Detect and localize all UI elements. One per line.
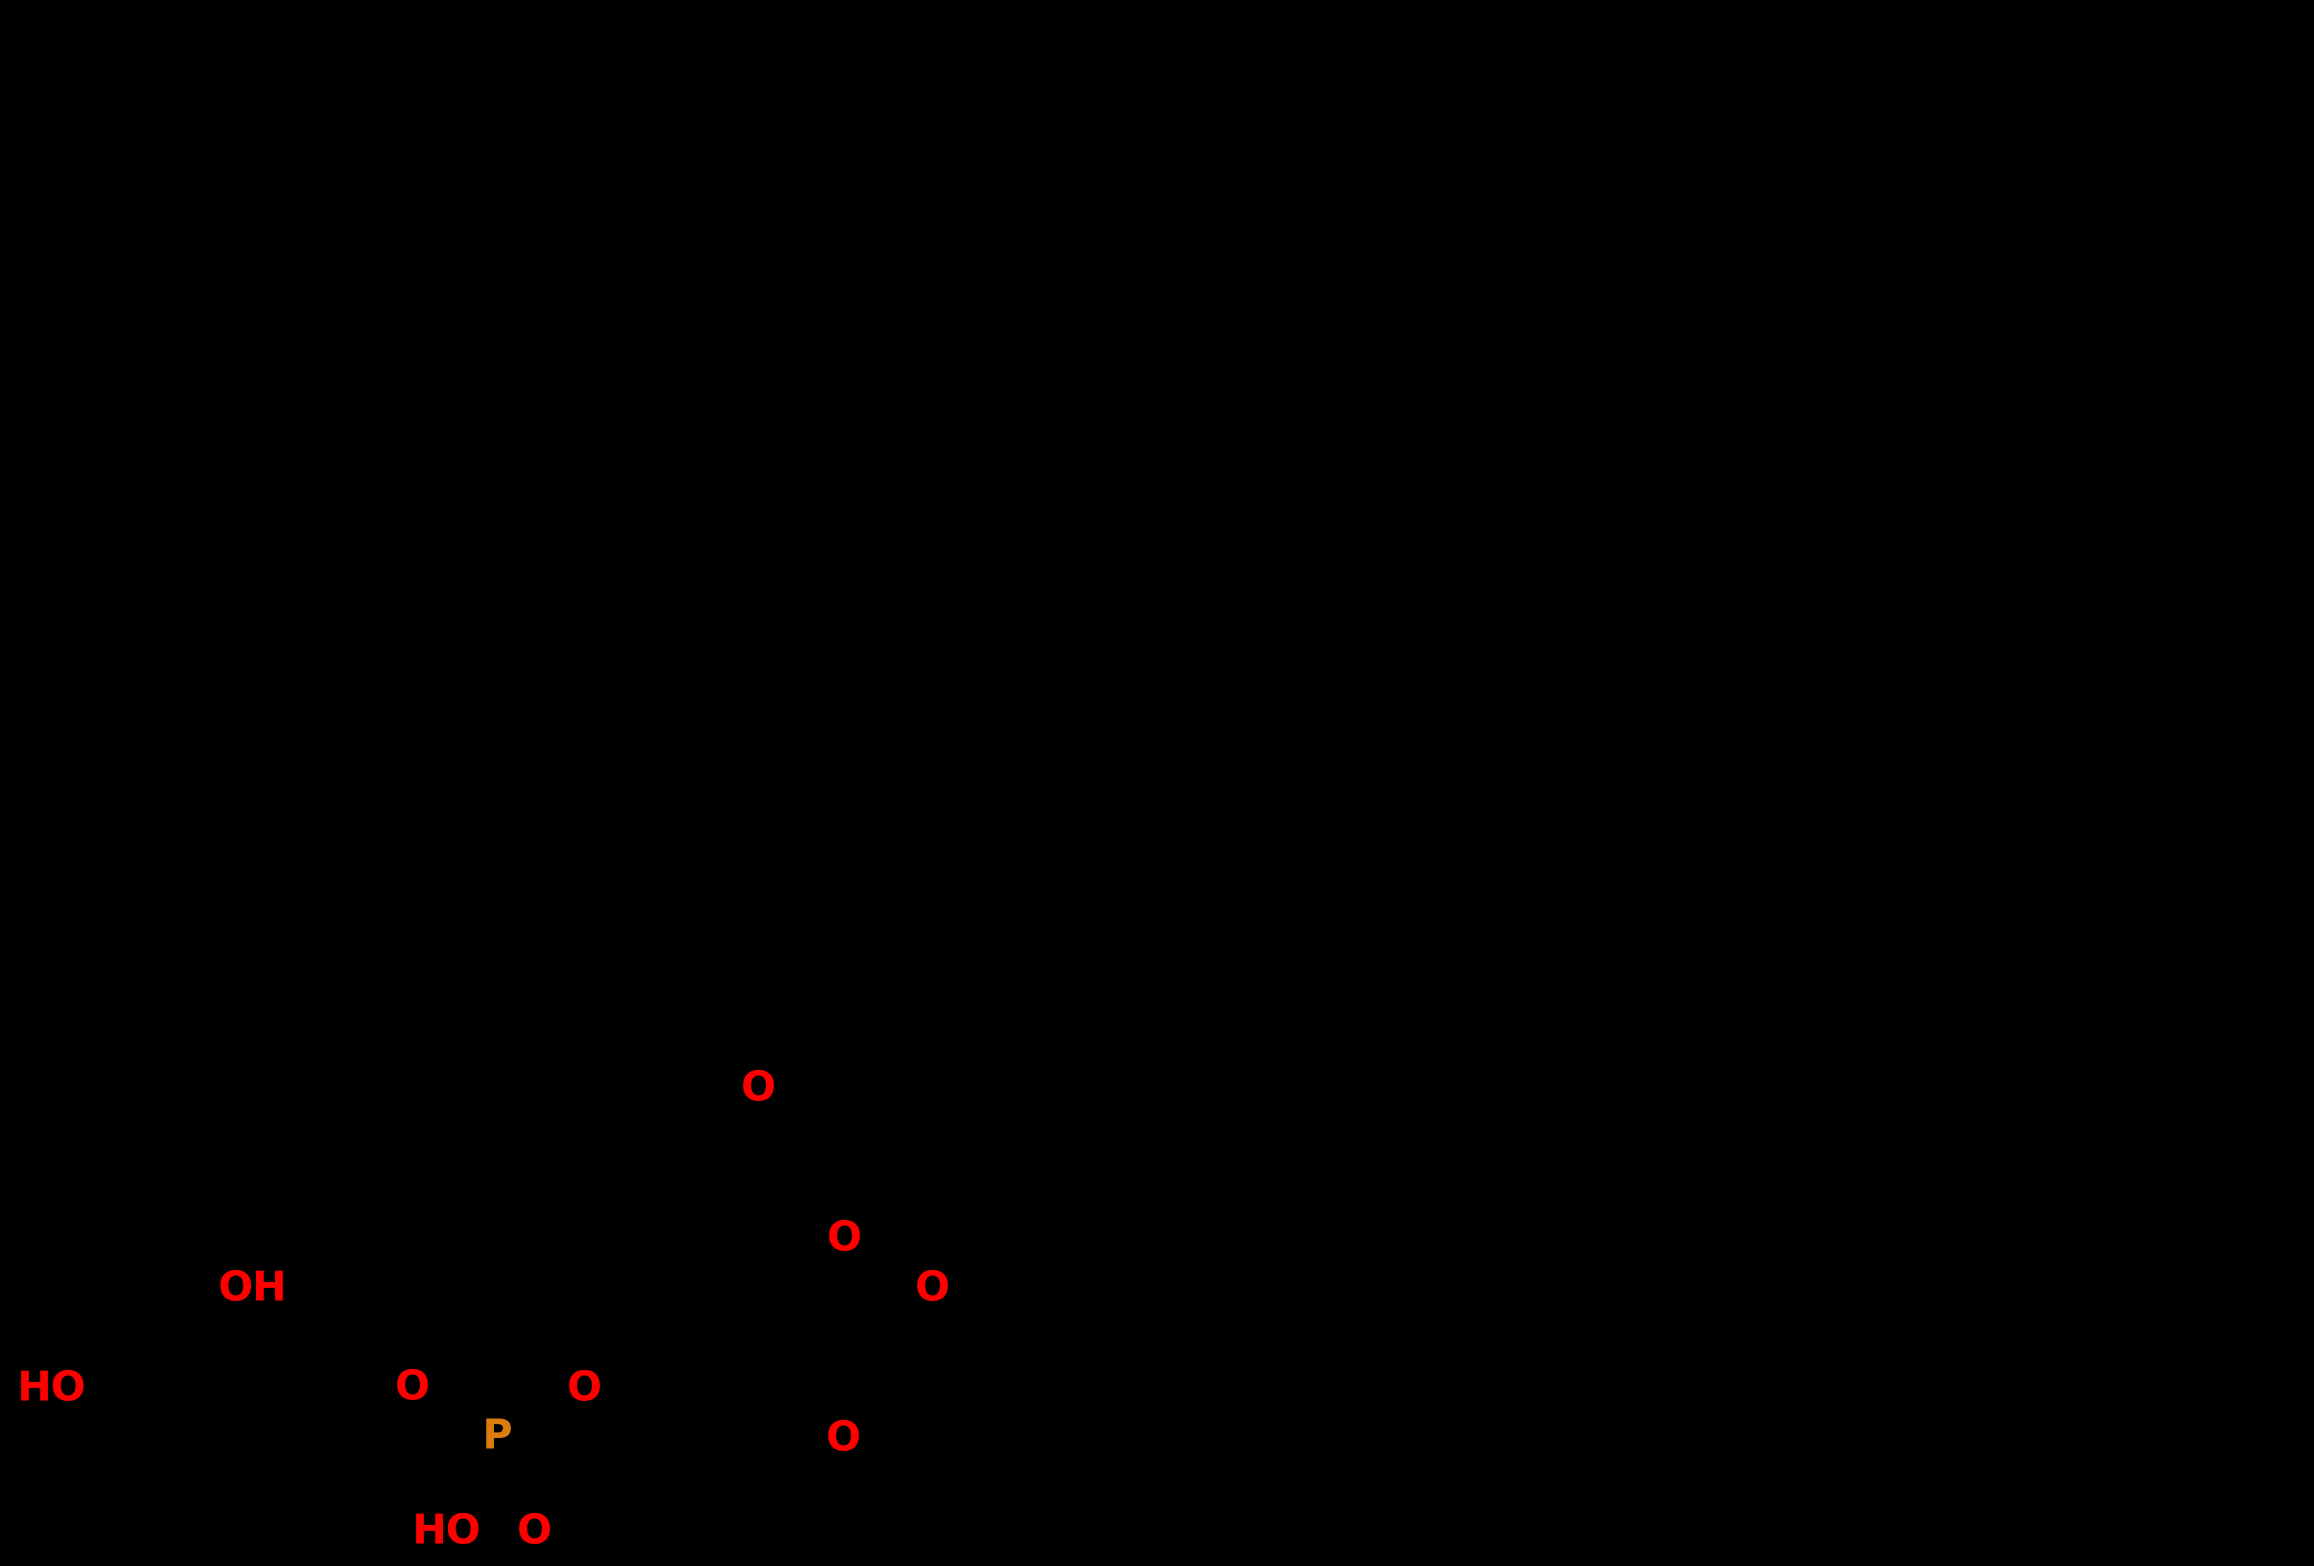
- atom-label-carbonyl-oxygen-right: O: [915, 1262, 950, 1311]
- atom-label-ester-oxygen-lower: O: [826, 1412, 861, 1461]
- atom-label-ester-oxygen-upper: O: [827, 1212, 862, 1261]
- atom-label-phosphoester-oxygen-right: O: [567, 1362, 602, 1411]
- atom-label-secondary-hydroxyl-oh: OH: [218, 1262, 286, 1311]
- atom-label-phosphate-hydroxyl-ho: HO: [412, 1505, 480, 1554]
- atom-label-carbonyl-oxygen-upper: O: [741, 1062, 776, 1111]
- atom-label-phosphoester-oxygen-left: O: [395, 1361, 430, 1410]
- atom-label-terminal-hydroxyl-ho: HO: [17, 1362, 85, 1411]
- atom-label-phosphorus: P: [482, 1410, 512, 1459]
- atom-label-phosphate-double-bond-oxygen: O: [517, 1505, 552, 1554]
